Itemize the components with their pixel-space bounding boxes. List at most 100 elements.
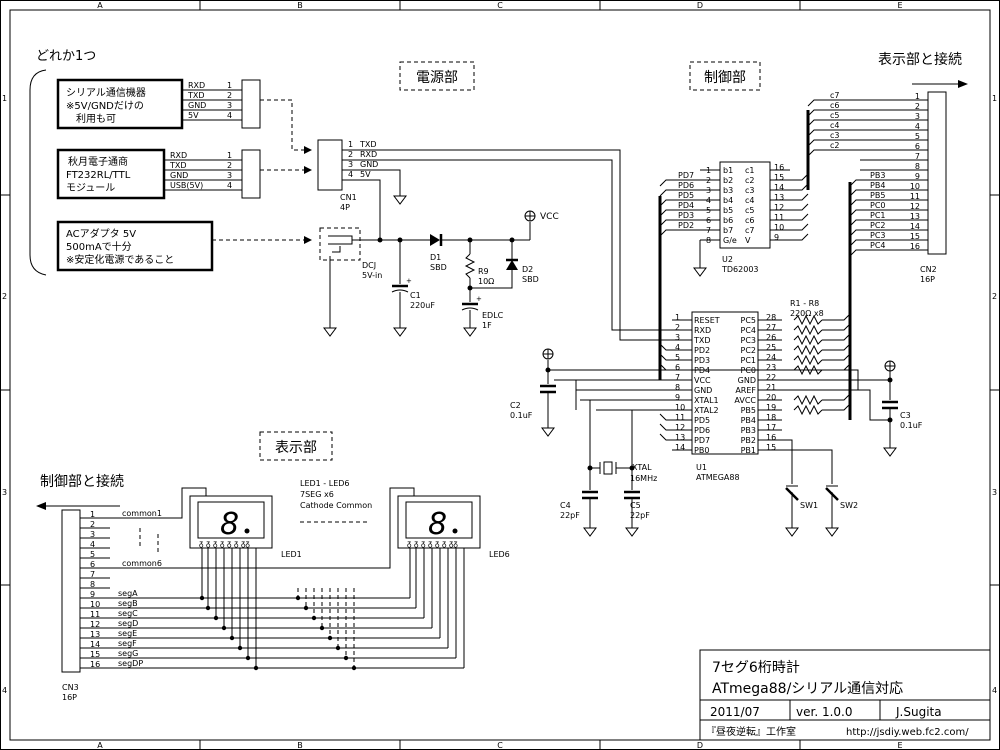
serial-pin-rxd: RXD [188,81,205,90]
cn3-num-2: 3 [90,530,95,539]
u1-pin-right-12: PB2 [741,436,756,445]
u1-pin-left-0: RESET [694,316,720,325]
u1-pin-right-2: PC3 [741,336,757,345]
akizuki-box-line2: FT232RL/TTL [66,170,131,181]
cn2-net-top-1: c6 [830,101,840,110]
akizuki-pin-gnd: GND [170,171,188,180]
u1-pin-right-10: PB4 [741,416,756,425]
c3-ref: C3 [900,411,911,420]
akizuki-num-1: 1 [227,151,232,160]
u2-value: TD62003 [721,265,759,274]
u1-pin-right-3: PC2 [741,346,757,355]
cn2-num-13: 14 [910,222,920,231]
cn3-num-12: 13 [90,630,100,639]
r9-value: 10Ω [478,277,494,286]
u1-pin-right-7: AREF [735,386,756,395]
akizuki-pin-usb: USB(5V) [170,181,203,190]
cn2-net-top-3: c4 [830,121,840,130]
section-power: 電源部 [416,70,458,86]
c3-value: 0.1uF [900,421,923,430]
col-label-c: C [497,1,503,10]
cn3-net-seg-6: segG [118,649,138,658]
u1-num-left-8: 9 [675,393,680,402]
u1-pin-left-2: TXD [693,336,711,345]
cn2-num-3: 4 [915,122,920,131]
u2-pin-right-7: V [745,236,751,245]
u1-pin-left-4: PD3 [694,356,710,365]
akizuki-pin-txd: TXD [169,161,187,170]
input-options: どれか1つ シリアル通信機器 ※5V/GNDだけの 利用も可 RXD TXD G… [29,49,312,276]
u1-num-right-11: 17 [766,423,776,432]
u1-pin-right-9: PB5 [741,406,756,415]
u1-num-left-4: 5 [675,353,680,362]
d2-value: SBD [522,275,539,284]
section-labels: 電源部 制御部 表示部 表示部と接続 制御部と接続 [36,51,968,510]
serial-box-line3: 利用も可 [76,113,116,125]
d1-ref: D1 [430,253,441,262]
cn2-net-bottom-4: PC1 [870,211,886,220]
u2-net-5: PD2 [678,221,694,230]
u1-pin-left-13: PB0 [694,446,709,455]
cn2-num-6: 7 [915,152,920,161]
u1-pin-left-7: GND [694,386,712,395]
cn2-num-14: 15 [910,232,920,241]
cn1-pin-gnd: GND [360,160,378,169]
akizuki-num-4: 4 [227,181,232,190]
cn2-net-top-5: c2 [830,141,840,150]
c1-ref: C1 [410,291,421,300]
cn2-net-bottom-3: PC0 [870,201,886,210]
cn3-num-9: 10 [90,600,100,609]
cn3-num-10: 11 [90,610,100,619]
power-section: CN1 4P 1 2 3 4 TXD RXD GND 5V DCJ 5V-in … [317,139,672,341]
cn3-net-seg-7: segDP [118,659,143,668]
c5-ref: C5 [630,501,641,510]
led1-label: LED1 [281,550,302,559]
u2-pin-right-0: c1 [745,166,755,175]
cn1-ref: CN1 [340,193,357,202]
u1-num-left-12: 13 [675,433,685,442]
u2-num-right-5: 11 [774,213,784,222]
u2-pin-right-3: c4 [745,196,755,205]
u2-pin-left-7: G/e [723,236,737,245]
cn3-num-7: 8 [90,580,95,589]
u2-pin-left-2: b3 [723,186,733,195]
u2-pin-left-4: b5 [723,206,733,215]
xtal-value: 16MHz [630,474,657,483]
cn2-connector: CN2 16P 12345678910111213141516c7c6c5c4c… [806,91,947,420]
cn2-net-bottom-0: PB3 [870,171,885,180]
serial-pin-gnd: GND [188,101,206,110]
u2-pin-right-4: c5 [745,206,755,215]
u1-num-left-10: 11 [675,413,685,422]
u2-num-right-0: 16 [774,163,784,172]
u1-pin-right-6: GND [738,376,756,385]
cn2-num-0: 1 [915,92,920,101]
cn3-num-15: 16 [90,660,100,669]
u1-num-right-13: 15 [766,443,776,452]
serial-num-4: 4 [227,111,232,120]
u1-num-right-6: 22 [766,373,776,382]
u2-num-right-4: 12 [774,203,784,212]
edlc-ref: EDLC [482,311,504,320]
u1-num-right-1: 27 [766,323,776,332]
akizuki-box-line3: モジュール [66,183,115,194]
row-label-2-right: 2 [992,292,997,301]
col-label-c-bottom: C [497,741,503,750]
c1-value: 220uF [410,301,435,310]
cn1-pin-5v: 5V [360,170,371,179]
u2-pin-left-0: b1 [723,166,733,175]
cn2-num-7: 8 [915,162,920,171]
col-label-e-bottom: E [897,741,902,750]
title-line2: ATmega88/シリアル通信対応 [712,681,903,697]
dcj-ref: DCJ [362,261,376,270]
r9-ref: R9 [478,267,489,276]
d1-value: SBD [430,263,447,272]
cn2-num-5: 6 [915,142,920,151]
led6-seg-pins: ᵹ ᵹ ᵹ ᵹ ᵹ ᵹ ᵹᵹ [407,539,458,548]
col-label-b: B [297,1,303,10]
u1-num-left-5: 6 [675,363,680,372]
title-line1: 7セグ6桁時計 [712,660,800,676]
cn3-num-3: 4 [90,540,95,549]
cn3-value: 16P [62,693,77,702]
cn3-net-seg-5: segF [118,639,137,648]
